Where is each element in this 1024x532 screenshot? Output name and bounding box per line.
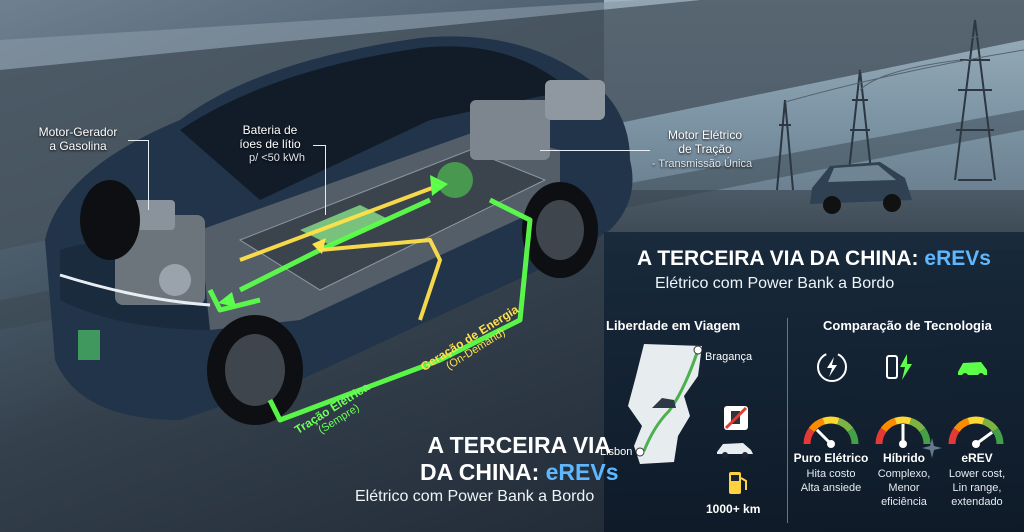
no-fuel-icon [724,406,748,430]
gauge-segment [822,416,840,425]
comparison-section-title: Comparação de Tecnologia [823,318,992,333]
gauge-segment [919,427,931,445]
charging-cycle-icon [817,352,847,382]
fuel-pump-icon [729,472,747,494]
portugal-map [628,344,703,464]
battery-note: p/ <50 kWh [249,152,305,164]
motor-note: - Transmissão Única [651,158,753,170]
flow-arrow-head [218,292,236,307]
map-car-icon [652,398,676,408]
generator-leader [148,140,149,210]
gauge-segment [847,427,859,445]
secondary-subtitle: Elétrico com Power Bank a Bordo [355,488,595,505]
hybrid-fuel-electric-icon [886,354,912,380]
gauge-segment [808,417,825,433]
distant-suv [810,162,912,214]
range-value: 1000+ km [706,502,761,516]
wheels [80,180,598,425]
gauge-desc-erev: Lower cost,Lin range,extendado [948,468,1006,508]
green-motor-hub [437,162,473,198]
gauge-segment [948,427,960,445]
gauge-segment [803,427,815,445]
traction-motor [470,80,605,160]
flow-arrow-head [312,238,326,254]
city-south-label: Lisbon [600,446,633,458]
secondary-title: A TERCEIRA VIA DA CHINA: eREVs [420,432,619,485]
route-line [642,349,700,452]
gauge-title-hybrid: Híbrido [883,451,925,465]
generator-leader [128,140,148,141]
city-north-label: Bragança [705,351,753,363]
power-pylons [776,19,1024,191]
gauge-segment [982,417,999,433]
main-subtitle: Elétrico com Power Bank a Bordo [655,275,895,292]
flow-arrow-head [430,175,448,196]
road-edge [0,0,700,70]
gauge-segment [967,416,985,425]
gauge-0 [803,416,859,448]
gauge-segment [880,417,897,433]
gauge-title-electric: Puro Elétrico [793,451,869,465]
section-divider [787,318,788,523]
main-title: A TERCEIRA VIA DA CHINA: eREVs [637,247,991,270]
battery-leader [325,145,326,215]
battery-leader [313,145,325,146]
erev-car-icon [958,362,987,379]
gauge-segment [992,427,1004,445]
gauge-1 [875,416,931,448]
car-cutaway [45,36,633,425]
gauge-hub [827,440,835,448]
sparkle-icon [922,438,942,458]
motor-leader [540,150,650,151]
gauge-segment [894,416,912,425]
gauge-segment [953,417,970,433]
gauge-segment [875,427,887,445]
gauge-title-erev: eREV [961,451,993,465]
gauge-segment [909,417,926,433]
car-icon [717,443,753,458]
travel-section-title: Liberdade em Viagem [606,318,741,333]
gauge-hub [972,440,980,448]
gauge-segment [837,417,854,433]
gauge-hub [899,440,907,448]
gauge-2 [948,416,1004,448]
energy-flow-path [239,183,442,321]
comparison-gauges [803,416,1004,448]
